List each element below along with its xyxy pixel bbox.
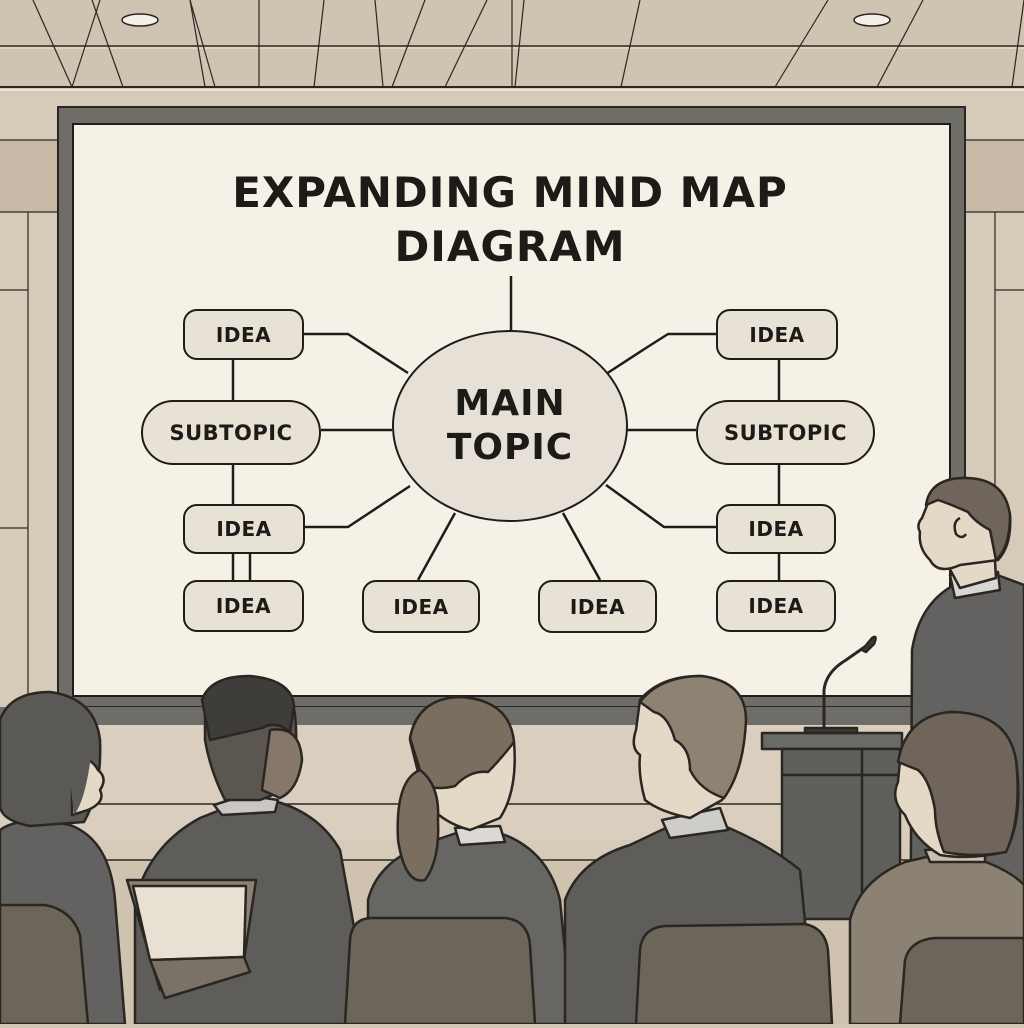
bottom-idea-left: IDEA <box>362 580 480 633</box>
main-topic-line1: MAIN <box>454 383 566 424</box>
left-idea-bottom: IDEA <box>183 580 304 632</box>
bottom-idea-right: IDEA <box>538 580 657 633</box>
left-idea-top: IDEA <box>183 309 304 360</box>
main-topic-node: MAIN TOPIC <box>392 330 628 522</box>
chairs <box>0 903 1024 1026</box>
right-idea-mid: IDEA <box>716 504 836 554</box>
laptop <box>125 878 258 1000</box>
main-topic-line2: TOPIC <box>446 427 574 468</box>
ceiling-light-left <box>121 13 159 27</box>
right-idea-top: IDEA <box>716 309 838 360</box>
slide-title-line2: DIAGRAM <box>394 222 626 271</box>
left-subtopic: SUBTOPIC <box>141 400 321 465</box>
left-idea-mid: IDEA <box>183 504 305 554</box>
podium <box>760 635 904 921</box>
ceiling-light-right <box>853 13 891 27</box>
right-subtopic: SUBTOPIC <box>696 400 875 465</box>
slide-title-line1: EXPANDING MIND MAP <box>232 168 788 217</box>
right-idea-bottom: IDEA <box>716 580 836 632</box>
